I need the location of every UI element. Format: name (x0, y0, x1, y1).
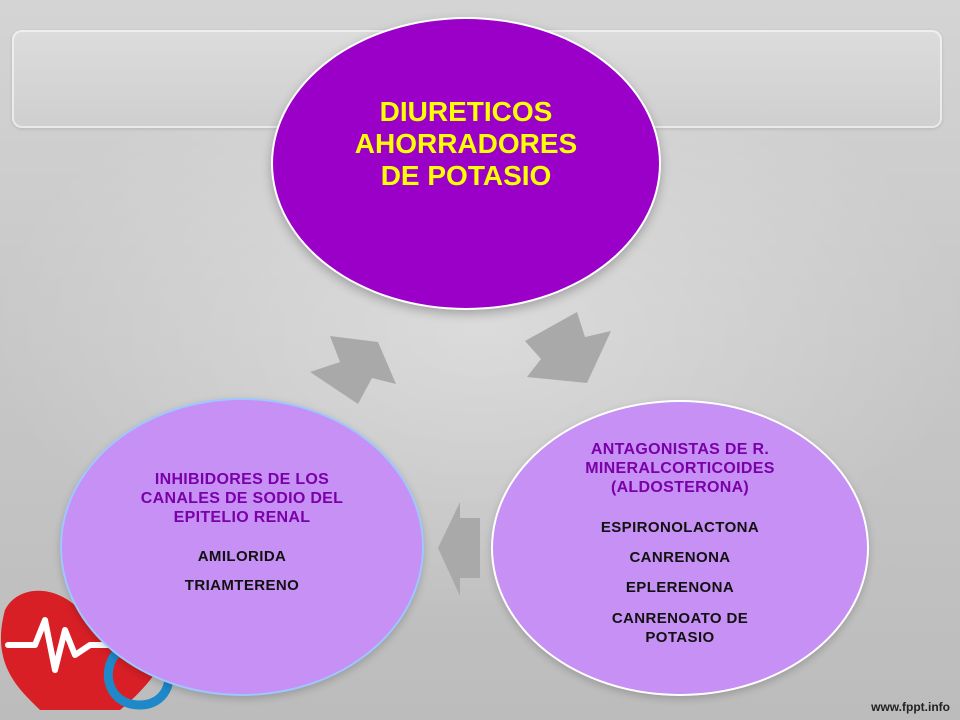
center-title-line-3: DE POTASIO (380, 159, 552, 191)
cycle-arrow-icon (438, 502, 480, 596)
drug-item: EPLERENONA (625, 578, 735, 596)
cycle-arrow-icon (310, 336, 396, 404)
footer-site: www.fppt.info (871, 700, 950, 714)
drug-item: CANRENOATO DE POTASIO (611, 609, 749, 646)
left-node: INHIBIDORES DE LOS CANALES DE SODIO DEL … (60, 398, 424, 696)
drug-item: ESPIRONOLACTONA (600, 518, 760, 536)
right-node: ANTAGONISTAS DE R. MINERALCORTICOIDES (A… (491, 400, 869, 696)
right-node-heading: ANTAGONISTAS DE R. MINERALCORTICOIDES (A… (585, 440, 775, 496)
center-node: DIURETICOS AHORRADORES DE POTASIO (271, 17, 661, 310)
left-node-heading: INHIBIDORES DE LOS CANALES DE SODIO DEL … (140, 470, 344, 526)
drug-item: AMILORIDA (197, 547, 287, 565)
center-title-line-2: AHORRADORES (354, 127, 578, 159)
drug-item: TRIAMTERENO (184, 576, 300, 594)
cycle-arrow-icon (525, 312, 611, 383)
drug-item: CANRENONA (629, 548, 731, 566)
center-title-line-1: DIURETICOS (379, 95, 553, 127)
